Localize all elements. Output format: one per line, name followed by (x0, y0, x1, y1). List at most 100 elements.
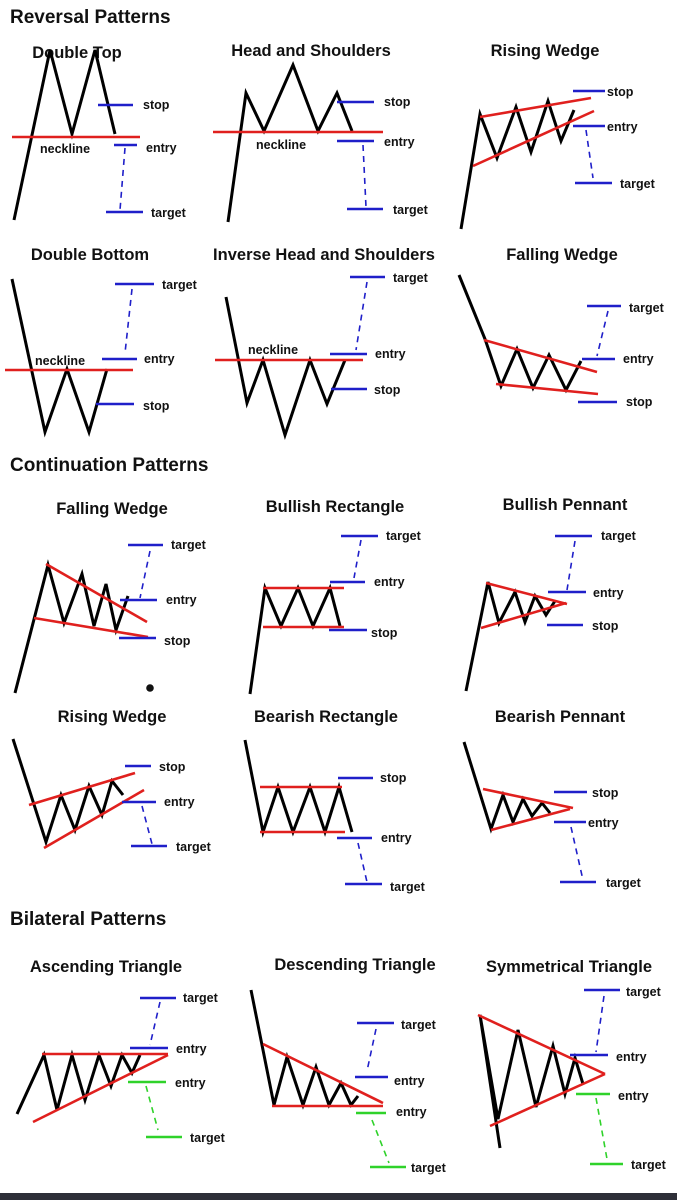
title-falling-wedge-reversal: Falling Wedge (506, 246, 618, 264)
projection-line (596, 310, 609, 357)
label-target: target (151, 206, 187, 220)
label-entry: entry (375, 347, 406, 361)
projection-line (139, 550, 151, 599)
trend-line (262, 1042, 384, 1105)
projection-line (366, 1028, 377, 1072)
projection-line (145, 1085, 159, 1131)
trend-line (472, 109, 595, 168)
price-line (248, 582, 342, 695)
label-target: target (629, 301, 665, 315)
label-stop: stop (592, 619, 619, 633)
label-entry: entry (164, 795, 195, 809)
label-target: target (626, 985, 662, 999)
projection-line (357, 842, 368, 883)
trend-line (480, 601, 567, 630)
label-stop: stop (380, 771, 407, 785)
pattern-symmetrical-triangle: target entry entry target (477, 985, 667, 1172)
label-entry: entry (607, 120, 638, 134)
label-entry: entry (381, 831, 412, 845)
label-target: target (631, 1158, 667, 1172)
title-falling-wedge-continuation: Falling Wedge (56, 500, 168, 518)
projection-line (353, 539, 362, 579)
label-stop: stop (592, 786, 619, 800)
label-target: target (183, 991, 219, 1005)
label-entry: entry (175, 1076, 206, 1090)
label-neckline: neckline (35, 354, 85, 368)
label-entry: entry (144, 352, 175, 366)
trend-line (495, 382, 599, 396)
bottom-bar (0, 1193, 677, 1200)
price-line (457, 274, 583, 394)
label-target: target (393, 271, 429, 285)
projection-line (355, 281, 368, 351)
title-inverse-head-and-shoulders: Inverse Head and Shoulders (213, 246, 435, 264)
title-bullish-pennant: Bullish Pennant (502, 496, 628, 514)
price-line (243, 739, 354, 838)
label-target: target (401, 1018, 437, 1032)
title-head-and-shoulders: Head and Shoulders (231, 42, 391, 60)
label-stop: stop (164, 634, 191, 648)
label-target: target (176, 840, 212, 854)
trend-line (490, 807, 571, 832)
label-neckline: neckline (40, 142, 90, 156)
price-line (13, 559, 130, 694)
section-title-reversal: Reversal Patterns (10, 7, 171, 28)
title-bullish-rectangle: Bullish Rectangle (265, 498, 405, 516)
label-target: target (386, 529, 422, 543)
label-entry: entry (384, 135, 415, 149)
pattern-double-bottom: neckline target entry stop (5, 278, 198, 438)
price-line (12, 49, 117, 221)
label-entry: entry (593, 586, 624, 600)
label-target: target (162, 278, 198, 292)
title-bearish-pennant: Bearish Pennant (494, 708, 626, 726)
title-bearish-rectangle: Bearish Rectangle (254, 708, 398, 726)
price-line (11, 738, 125, 847)
label-entry: entry (616, 1050, 647, 1064)
label-entry: entry (588, 816, 619, 830)
label-entry: entry (166, 593, 197, 607)
label-stop: stop (143, 399, 170, 413)
projection-line (371, 1119, 390, 1164)
label-target: target (390, 880, 426, 894)
label-target: target (393, 203, 429, 217)
label-entry: entry (618, 1089, 649, 1103)
projection-line (566, 540, 576, 591)
title-rising-wedge-continuation: Rising Wedge (57, 708, 167, 726)
label-stop: stop (626, 395, 653, 409)
trend-line (33, 616, 149, 639)
price-line (224, 296, 347, 441)
trend-line (485, 581, 568, 606)
pattern-inverse-hs: neckline target entry stop (215, 271, 429, 441)
bullet-dot (146, 684, 154, 692)
trend-line (489, 1072, 606, 1128)
label-entry: entry (146, 141, 177, 155)
label-entry: entry (176, 1042, 207, 1056)
price-line (478, 1014, 585, 1149)
projection-line (149, 1001, 161, 1046)
pattern-bearish-rectangle: stop entry target (243, 739, 426, 894)
label-stop: stop (607, 85, 634, 99)
projection-line (595, 995, 605, 1053)
label-neckline: neckline (248, 343, 298, 357)
label-entry: entry (396, 1105, 427, 1119)
label-stop: stop (374, 383, 401, 397)
title-symmetrical-triangle: Symmetrical Triangle (486, 958, 652, 976)
projection-line (141, 805, 153, 845)
trend-line (45, 562, 148, 624)
trend-line (482, 787, 574, 810)
trend-line (32, 1053, 169, 1124)
trend-line (483, 338, 598, 374)
section-title-continuation: Continuation Patterns (10, 455, 209, 476)
title-ascending-triangle: Ascending Triangle (29, 958, 183, 976)
projection-line (124, 288, 133, 354)
label-neckline: neckline (256, 138, 306, 152)
projection-line (585, 129, 594, 179)
